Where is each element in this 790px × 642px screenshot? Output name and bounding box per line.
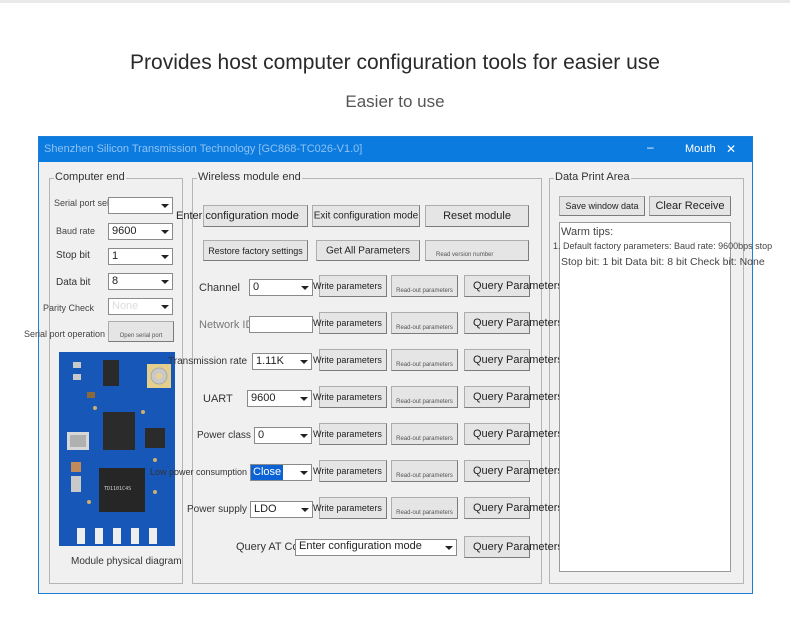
page-headline: Provides host computer configuration too… <box>130 51 660 74</box>
read-out-parameters-button[interactable]: Read-out parameters <box>391 275 458 297</box>
baud-rate-select[interactable]: 9600 <box>108 223 173 240</box>
stop-bit-label: Stop bit <box>56 250 90 261</box>
param-select[interactable]: 9600 <box>247 390 312 407</box>
query-parameters-button[interactable]: Query Parameters <box>464 275 563 297</box>
print-line-1: 1. Default factory parameters: Baud rate… <box>553 241 773 251</box>
write-parameters-button[interactable]: Write parameters <box>313 349 387 371</box>
chip-marking: TD1101C4S <box>104 486 131 492</box>
title-bar[interactable]: Shenzhen Silicon Transmission Technology… <box>39 137 752 162</box>
wireless-module-group: Wireless module end <box>192 171 542 584</box>
param-select[interactable]: 1.11K <box>252 353 312 370</box>
write-parameters-button[interactable]: Write parameters <box>313 497 387 519</box>
reset-module-button[interactable]: Reset module <box>425 205 529 227</box>
baud-rate-label: Baud rate <box>56 226 96 236</box>
chevron-down-icon <box>158 299 172 314</box>
param-select[interactable]: Close <box>250 464 312 481</box>
query-parameters-button[interactable]: Query Parameters <box>464 312 563 334</box>
chevron-down-icon <box>297 428 311 443</box>
at-query-button[interactable]: Query Parameters <box>464 536 563 558</box>
minimize-icon[interactable]: – <box>647 140 654 154</box>
query-parameters-button[interactable]: Query Parameters <box>464 349 563 371</box>
stop-bit-select[interactable]: 1 <box>108 248 173 265</box>
write-parameters-button[interactable]: Write parameters <box>313 423 387 445</box>
param-select[interactable]: LDO <box>250 501 313 518</box>
read-out-parameters-button[interactable]: Read-out parameters <box>391 497 458 519</box>
chevron-down-icon <box>297 354 311 369</box>
mouth-label[interactable]: Mouth <box>685 143 716 155</box>
computer-end-title: Computer end <box>54 171 126 183</box>
module-caption: Module physical diagram <box>71 556 182 567</box>
serial-port-select[interactable] <box>108 197 173 214</box>
param-label: Network ID <box>199 319 254 331</box>
read-out-parameters-button[interactable]: Read-out parameters <box>391 349 458 371</box>
param-label: Low power consumption <box>150 467 248 477</box>
page-subheadline: Easier to use <box>345 92 445 111</box>
write-parameters-button[interactable]: Write parameters <box>313 275 387 297</box>
chevron-down-icon <box>158 274 172 289</box>
receive-textbox[interactable] <box>559 222 731 572</box>
read-out-parameters-button[interactable]: Read-out parameters <box>391 312 458 334</box>
chevron-down-icon <box>297 391 311 406</box>
param-select[interactable]: 0 <box>249 279 313 296</box>
param-input[interactable] <box>249 316 313 333</box>
save-window-data-button[interactable]: Save window data <box>559 196 645 216</box>
write-parameters-button[interactable]: Write parameters <box>313 386 387 408</box>
query-parameters-button[interactable]: Query Parameters <box>464 386 563 408</box>
top-divider <box>0 0 790 3</box>
restore-factory-button[interactable]: Restore factory settings <box>203 240 308 261</box>
serial-port-label: Serial port selection <box>54 198 134 208</box>
module-image: TD1101C4S <box>59 352 175 546</box>
param-label: Transmission rate <box>168 356 248 367</box>
clear-receive-button[interactable]: Clear Receive <box>649 196 731 216</box>
param-label: Power class <box>197 430 251 441</box>
open-serial-port-button[interactable]: Open serial port <box>108 321 174 342</box>
query-parameters-button[interactable]: Query Parameters <box>464 460 563 482</box>
query-parameters-button[interactable]: Query Parameters <box>464 423 563 445</box>
read-out-parameters-button[interactable]: Read-out parameters <box>391 460 458 482</box>
chevron-down-icon <box>298 502 312 517</box>
param-label: Power supply mode <box>187 504 275 515</box>
query-parameters-button[interactable]: Query Parameters <box>464 497 563 519</box>
read-out-parameters-button[interactable]: Read-out parameters <box>391 386 458 408</box>
module-board-graphic: TD1101C4S <box>59 352 175 546</box>
warm-tips-label: Warm tips: <box>561 226 614 238</box>
data-bit-select[interactable]: 8 <box>108 273 173 290</box>
read-version-button[interactable]: Read version number <box>425 240 529 261</box>
chevron-down-icon <box>298 280 312 295</box>
serial-op-label: Serial port operation <box>24 329 106 339</box>
param-label: Channel <box>199 282 240 294</box>
chevron-down-icon <box>158 224 172 239</box>
data-bit-label: Data bit <box>56 277 91 288</box>
write-parameters-button[interactable]: Write parameters <box>313 312 387 334</box>
print-line-2: Stop bit: 1 bit Data bit: 8 bit Check bi… <box>561 256 765 268</box>
computer-end-group: Computer end <box>49 171 183 584</box>
window-title: Shenzhen Silicon Transmission Technology… <box>44 143 363 155</box>
chevron-down-icon <box>297 465 311 480</box>
data-print-group: Data Print Area <box>549 171 744 584</box>
chevron-down-icon <box>158 198 172 213</box>
chevron-down-icon <box>158 249 172 264</box>
write-parameters-button[interactable]: Write parameters <box>313 460 387 482</box>
at-command-select[interactable]: Enter configuration mode <box>295 539 457 556</box>
close-icon[interactable]: ✕ <box>726 142 737 156</box>
exit-config-mode-button[interactable]: Exit configuration mode <box>312 205 420 227</box>
enter-config-mode-button[interactable]: Enter configuration mode <box>176 205 308 227</box>
parity-check-label: Parity Check <box>43 303 95 313</box>
param-label: UART <box>203 393 233 405</box>
data-print-title: Data Print Area <box>554 171 631 183</box>
get-all-parameters-button[interactable]: Get All Parameters <box>316 240 420 261</box>
chevron-down-icon <box>442 540 456 555</box>
parity-check-select[interactable]: None <box>108 298 173 315</box>
param-select[interactable]: 0 <box>254 427 312 444</box>
read-out-parameters-button[interactable]: Read-out parameters <box>391 423 458 445</box>
wireless-module-title: Wireless module end <box>197 171 302 183</box>
